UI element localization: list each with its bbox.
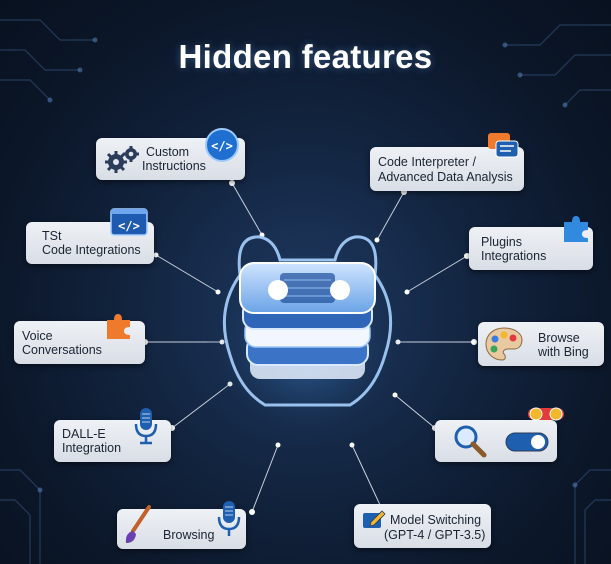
feature-label-line1: Browse: [538, 331, 580, 345]
feature-label-line1: Browsing: [163, 528, 215, 542]
feature-voice-conversations[interactable]: Voice Conversations: [14, 321, 145, 364]
edit-window-icon: [363, 510, 386, 528]
feature-label-line1: Custom: [146, 145, 190, 159]
microphone-icon: [217, 501, 241, 536]
feature-browsing[interactable]: Browsing: [117, 501, 246, 549]
feature-label-line1: DALL-E: [62, 427, 106, 441]
feature-browse-with-bing[interactable]: Browse with Bing: [478, 322, 604, 366]
central-robot-icon: [207, 235, 407, 430]
feature-dalle-integration[interactable]: DALL-E Integration: [54, 420, 171, 462]
feature-label-line2: Integrations: [481, 249, 547, 263]
feature-label-line2: Conversations: [22, 343, 102, 357]
feature-label-line1: Plugins: [481, 235, 522, 249]
puzzle-icon: [107, 314, 130, 339]
feature-label-line1: Model Switching: [390, 513, 482, 527]
toggle-badge-icon: [528, 407, 564, 421]
gears-icon: [105, 146, 139, 173]
feature-label-line2: with Bing: [538, 345, 589, 359]
search-toggle-card[interactable]: [435, 420, 557, 462]
code-badge-icon: </>: [205, 128, 239, 162]
page-title: Hidden features: [178, 38, 433, 75]
feature-label-line1: Voice: [22, 329, 53, 343]
palette-icon: [485, 327, 523, 361]
feature-label-line2: Instructions: [142, 159, 206, 173]
chat-bubbles-icon: [488, 133, 519, 158]
paintbrush-icon: [125, 505, 151, 543]
feature-label-line1: TSt: [42, 229, 62, 243]
feature-model-switching[interactable]: Model Switching (GPT-4 / GPT-3.5): [354, 504, 491, 548]
microphone-icon: [134, 408, 158, 445]
code-window-icon: </>: [110, 208, 148, 236]
magnifier-icon: [454, 425, 487, 458]
feature-label-line2: Integration: [62, 441, 122, 455]
feature-label-line2: Advanced Data Analysis: [378, 170, 513, 184]
toggle-icon[interactable]: [505, 432, 549, 452]
feature-label-line1: Code Interpreter /: [378, 155, 476, 169]
puzzle-icon: [564, 216, 588, 242]
svg-text:</>: </>: [118, 219, 140, 233]
feature-label-line2: Code Integrations: [42, 243, 141, 257]
feature-code-integrations[interactable]: TSt Code Integrations: [26, 222, 154, 264]
feature-label-line2: (GPT-4 / GPT-3.5): [384, 528, 486, 542]
svg-text:</>: </>: [211, 139, 233, 153]
